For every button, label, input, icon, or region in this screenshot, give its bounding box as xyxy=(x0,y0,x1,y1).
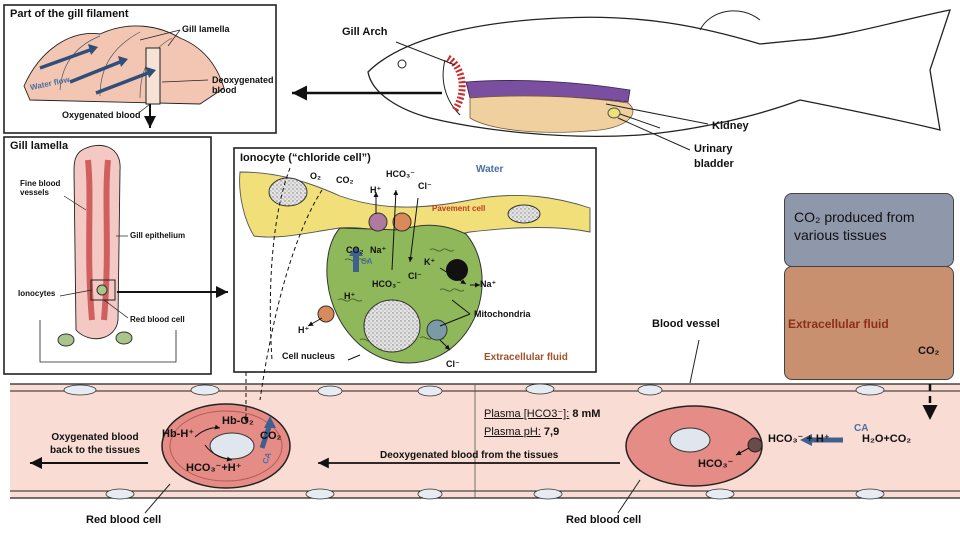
left-co2-label: CO₂ xyxy=(260,430,282,442)
right-hco3-h-label: HCO₃⁻ + H⁺ xyxy=(768,433,830,445)
co2-inner-label: CO₂ xyxy=(346,245,364,255)
cl-bottom-label: Cl⁻ xyxy=(446,359,460,369)
rbc-right-label: Red blood cell xyxy=(566,514,642,526)
mitochondria-label: Mitochondria xyxy=(474,309,531,319)
co2-produced-label: CO₂ produced from various tissues xyxy=(794,209,915,244)
rbc-left-label: Red blood cell xyxy=(86,514,162,526)
na-out-label: Na⁺ xyxy=(480,279,497,289)
panel-filament-title: Part of the gill filament xyxy=(10,8,129,20)
cl-top-label: Cl⁻ xyxy=(418,181,432,191)
oxygenated-blood-label: Oxygenated blood xyxy=(62,110,141,120)
co2-top-label: CO₂ xyxy=(336,175,354,185)
right-ca-label: CA xyxy=(854,423,869,434)
deoxygenated-blood-label: Deoxygenated blood xyxy=(212,75,274,95)
extracellular-fluid-box xyxy=(784,266,954,380)
plasma-ph-label: Plasma pH: xyxy=(484,426,541,438)
h-top-label: H⁺ xyxy=(370,185,382,195)
plasma-hco3-value: 8 mM xyxy=(572,408,601,420)
ionocyte-extracellular-fluid-label: Extracellular fluid xyxy=(484,352,568,363)
panel-ionocyte-title: Ionocyte (“chloride cell”) xyxy=(240,152,371,164)
red-blood-cell-right xyxy=(617,405,843,514)
left-hb-o2-label: Hb-O₂ xyxy=(222,415,254,427)
plasma-hco3-label: Plasma [HCO3⁻]: xyxy=(484,408,570,420)
water-label: Water xyxy=(476,164,504,175)
left-hb-h-label: Hb-H⁺ xyxy=(162,428,195,440)
red-blood-cell-lamella-label: Red blood cell xyxy=(130,315,185,324)
deoxygenated-from-label: Deoxygenated blood from the tissues xyxy=(380,450,559,461)
panel-ionocyte xyxy=(233,147,597,401)
panel-lamella-title: Gill lamella xyxy=(10,140,69,152)
plasma-ph-value: 7,9 xyxy=(543,426,560,438)
ca-inner-label: CA xyxy=(361,257,373,266)
tissue-extracellular-fluid-label: Extracellular fluid xyxy=(788,317,889,331)
h-inner-label: H⁺ xyxy=(344,291,356,301)
fish-illustration xyxy=(292,9,951,151)
pavement-cell-label: Pavement cell xyxy=(432,204,486,213)
plasma-hco3: Plasma [HCO3⁻]: 8 mM xyxy=(484,408,600,420)
panel-gill-filament xyxy=(3,4,277,134)
hco3-top-label: HCO₃⁻ xyxy=(386,169,415,179)
tissue-co2-label: CO₂ xyxy=(918,345,940,357)
right-hco3-label: HCO₃⁻ xyxy=(698,458,734,470)
h-bottom-label: H⁺ xyxy=(298,325,310,335)
plasma-ph: Plasma pH: 7,9 xyxy=(484,426,559,438)
gill-arch-label: Gill Arch xyxy=(342,26,388,38)
cl-inner-label: Cl⁻ xyxy=(408,271,422,281)
kidney-label: Kidney xyxy=(712,120,749,132)
left-hco3-h-label: HCO₃⁻+H⁺ xyxy=(186,462,242,474)
fine-blood-vessels-label: Fine blood vessels xyxy=(20,179,61,197)
urinary-bladder-label: Urinary bladder xyxy=(694,143,734,170)
na-inner-label: Na⁺ xyxy=(370,245,387,255)
red-blood-cell-left xyxy=(144,403,291,514)
blood-vessel-label: Blood vessel xyxy=(652,318,720,330)
gill-epithelium-label: Gill epithelium xyxy=(130,231,186,240)
oxygenated-back-label: Oxygenated blood back to the tissues xyxy=(49,432,141,456)
gill-lamella-label: Gill lamella xyxy=(182,24,230,34)
right-h2o-co2-label: H₂O+CO₂ xyxy=(862,433,912,445)
ionocytes-label: Ionocytes xyxy=(18,289,56,298)
panel-gill-lamella xyxy=(3,136,228,375)
hco3-inner-label: HCO₃⁻ xyxy=(372,279,401,289)
cell-nucleus-label: Cell nucleus xyxy=(282,351,336,361)
k-inner-label: K⁺ xyxy=(424,257,436,267)
o2-label: O₂ xyxy=(310,171,321,181)
